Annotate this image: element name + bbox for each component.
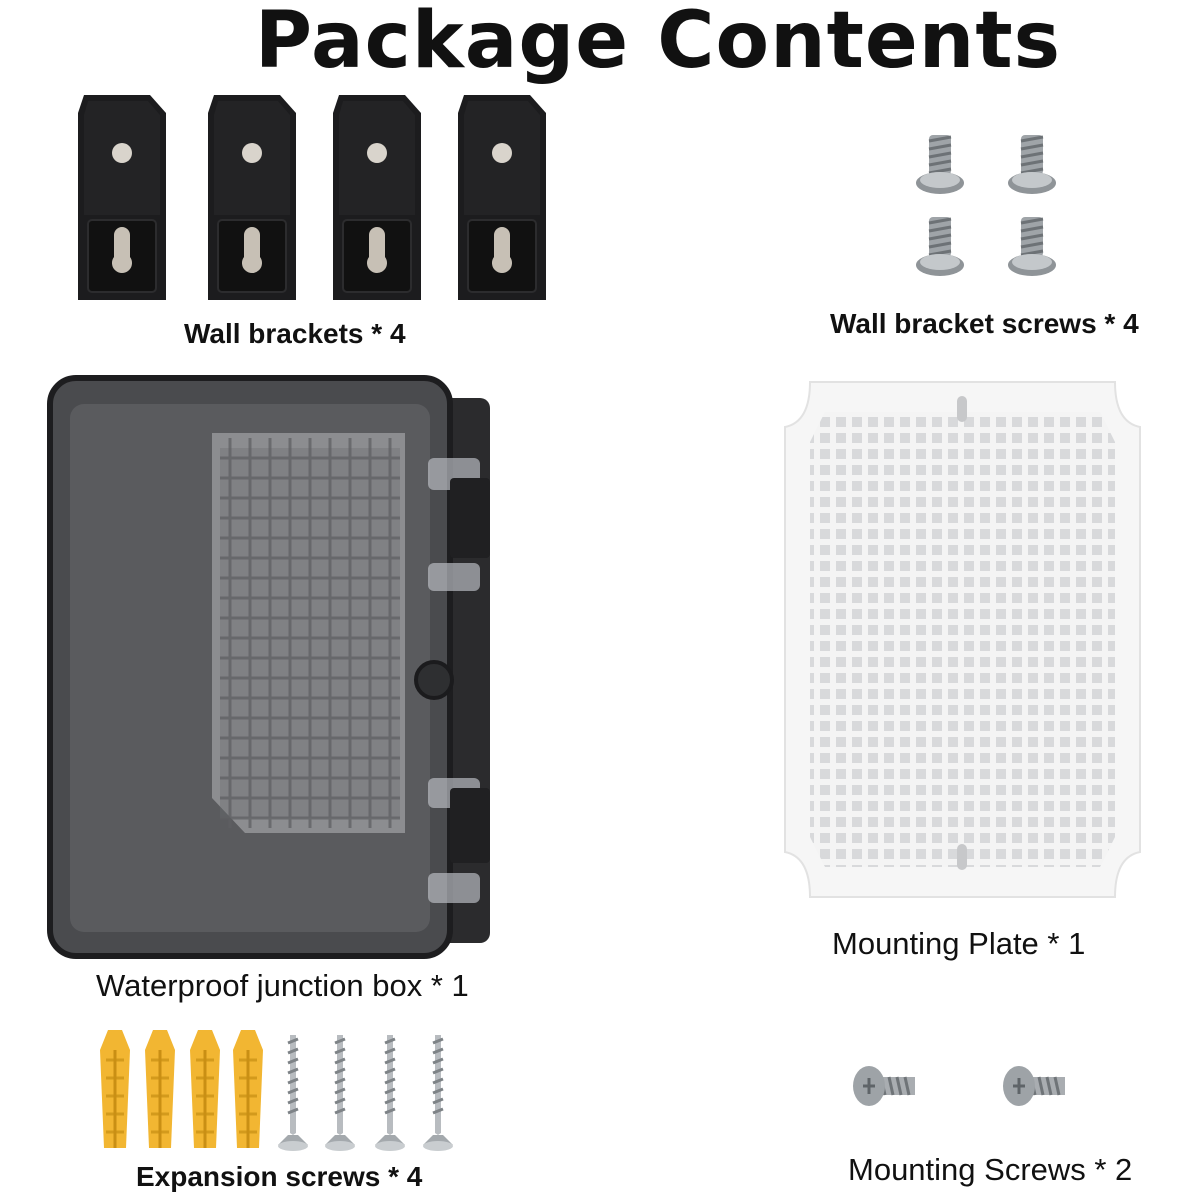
mounting-screws-label: Mounting Screws * 2 [848,1152,1133,1187]
page-title: Package Contents [254,0,1062,86]
expansion-screws-label: Expansion screws * 4 [136,1161,423,1192]
wall-brackets-label: Wall brackets * 4 [184,318,406,349]
wall-brackets-image [77,94,548,310]
junction-box-image [47,375,500,963]
junction-box-label: Waterproof junction box * 1 [96,968,469,1003]
expansion-screws-image [98,1025,470,1155]
wall-bracket-screws-label: Wall bracket screws * 4 [830,308,1139,339]
mounting-plate-image [784,381,1141,898]
mounting-screws-image [851,1063,1073,1113]
mounting-plate-label: Mounting Plate * 1 [832,926,1086,961]
wall-bracket-screws-image [914,133,1075,285]
